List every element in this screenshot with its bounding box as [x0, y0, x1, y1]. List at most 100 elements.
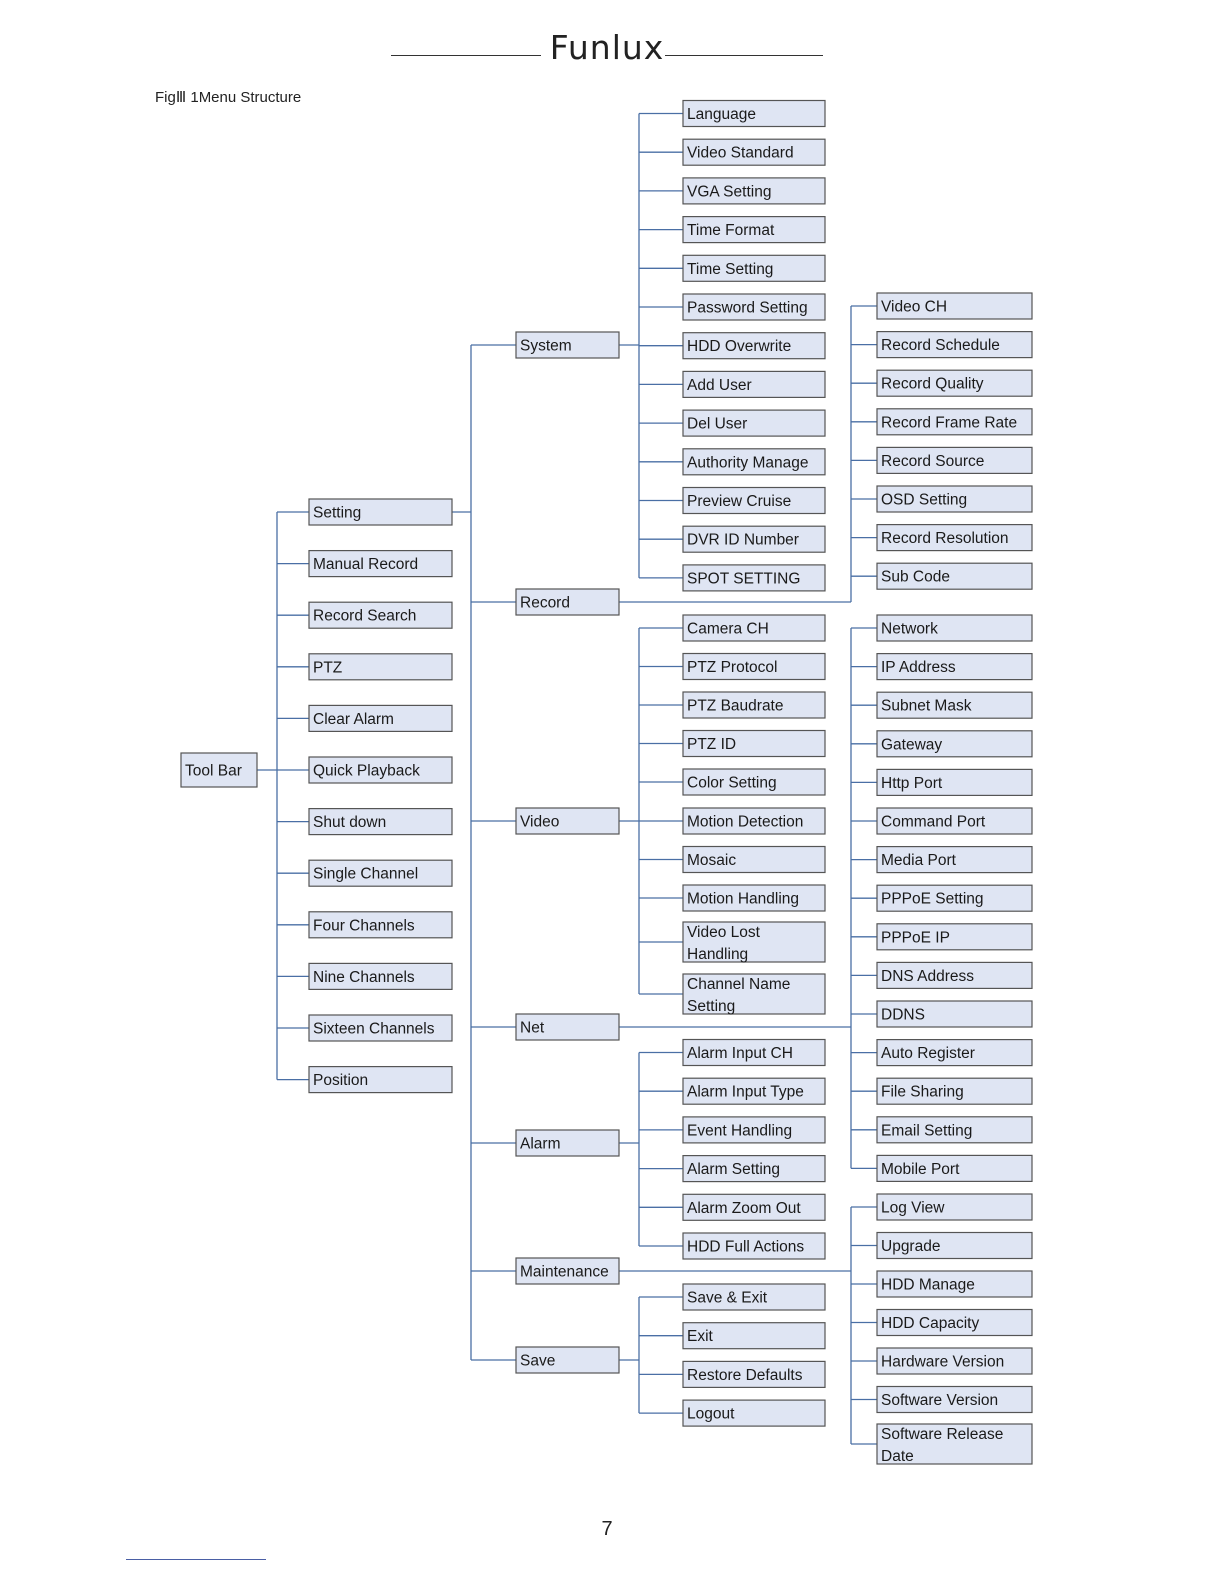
menu-node-box: [515, 1346, 620, 1374]
menu-node-add-user: Add User: [682, 370, 826, 398]
menu-node-box: [682, 99, 826, 128]
menu-node-record-source: Record Source: [876, 446, 1033, 474]
menu-node-single-channel: Single Channel: [308, 859, 453, 887]
menu-node-box: [876, 1154, 1033, 1183]
menu-node-label: Record Search: [313, 608, 416, 625]
menu-node-quick-playback: Quick Playback: [308, 756, 453, 784]
menu-node-label: HDD Overwrite: [687, 338, 791, 355]
menu-node-label: Video Standard: [687, 145, 794, 162]
menu-node-tool-bar: Tool Bar: [180, 752, 258, 788]
menu-node-software-version: Software Version: [876, 1385, 1033, 1414]
menu-node-box: [876, 845, 1033, 874]
menu-node-sixteen-channels: Sixteen Channels: [308, 1014, 453, 1042]
menu-node-network: Network: [876, 614, 1033, 642]
menu-node-osd-setting: OSD Setting: [876, 485, 1033, 513]
menu-node-password-setting: Password Setting: [682, 293, 826, 321]
menu-node-hdd-full-actions: HDD Full Actions: [682, 1232, 826, 1260]
menu-node-label: Shut down: [313, 814, 386, 831]
menu-node-label: SPOT SETTING: [687, 570, 800, 587]
menu-node-authority-manage: Authority Manage: [682, 448, 826, 476]
menu-node-label: Mosaic: [687, 852, 736, 869]
menu-node-label: Alarm Setting: [687, 1161, 780, 1178]
menu-node-gateway: Gateway: [876, 730, 1033, 758]
menu-node-label: Subnet Mask: [881, 698, 972, 715]
menu-node-box: [682, 1232, 826, 1260]
menu-node-label: Save & Exit: [687, 1290, 768, 1307]
menu-node-box: [308, 911, 453, 939]
menu-node-pppoe-ip: PPPoE IP: [876, 923, 1033, 951]
menu-node-label: Time Format: [687, 222, 775, 239]
menu-node-label: Record Source: [881, 453, 984, 470]
menu-node-box: [515, 1013, 620, 1041]
menu-node-box: [682, 1360, 826, 1389]
menu-node-box: [876, 730, 1033, 758]
menu-node-box: [308, 653, 453, 681]
menu-node-label: PTZ Baudrate: [687, 698, 784, 715]
menu-node-box: [515, 1129, 620, 1157]
menu-node-spot-setting: SPOT SETTING: [682, 564, 826, 592]
menu-node-box: [876, 1038, 1033, 1067]
menu-node-box: [876, 768, 1033, 797]
menu-node-box: [682, 691, 826, 719]
menu-node-box: [682, 1077, 826, 1105]
menu-node-manual-record: Manual Record: [308, 549, 453, 578]
menu-node-label: Time Setting: [687, 261, 773, 278]
menu-node-label: Language: [687, 106, 756, 123]
menu-node-label: OSD Setting: [881, 492, 967, 509]
menu-node-box: [515, 1257, 620, 1285]
menu-node-box: [876, 1000, 1033, 1028]
menu-node-file-sharing: File Sharing: [876, 1077, 1033, 1105]
menu-node-box: [876, 446, 1033, 474]
menu-node-label: Record Schedule: [881, 337, 1000, 354]
menu-node-label: Upgrade: [881, 1238, 940, 1255]
menu-node-ptz-protocol: PTZ Protocol: [682, 652, 826, 681]
menu-node-alarm-zoom-out: Alarm Zoom Out: [682, 1193, 826, 1221]
menu-node-vga-setting: VGA Setting: [682, 177, 826, 205]
menu-node-shut-down: Shut down: [308, 807, 453, 836]
menu-node-box: [515, 588, 620, 616]
menu-node-box: [308, 1014, 453, 1042]
menu-node-label: System: [520, 338, 572, 355]
menu-node-box: [682, 370, 826, 398]
menu-node-label: Setting: [313, 505, 361, 522]
menu-node-label: Color Setting: [687, 775, 777, 792]
menu-node-box: [682, 1116, 826, 1144]
menu-node-label: Authority Manage: [687, 454, 809, 471]
menu-node-box: [308, 807, 453, 836]
menu-node-record-search: Record Search: [308, 601, 453, 629]
menu-node-ptz-id: PTZ ID: [682, 729, 826, 758]
menu-node-box: [876, 292, 1033, 320]
menu-node-label: Network: [881, 621, 938, 638]
menu-node-label: DNS Address: [881, 968, 974, 985]
menu-node-box: [308, 549, 453, 578]
menu-node-alarm: Alarm: [515, 1129, 620, 1157]
menu-node-label: Alarm Input Type: [687, 1084, 804, 1101]
menu-node-box: [682, 807, 826, 835]
menu-node-label: Tool Bar: [185, 763, 242, 780]
menu-node-exit: Exit: [682, 1322, 826, 1350]
menu-node-mosaic: Mosaic: [682, 845, 826, 874]
menu-node-box: [682, 768, 826, 796]
menu-node-box: [682, 884, 826, 912]
menu-node-label: HDD Full Actions: [687, 1239, 804, 1256]
menu-node-box: [876, 614, 1033, 642]
menu-node-label: Quick Playback: [313, 763, 420, 780]
page-header: Funlux: [0, 0, 1224, 100]
menu-node-color-setting: Color Setting: [682, 768, 826, 796]
menu-node-media-port: Media Port: [876, 845, 1033, 874]
menu-node-box: [876, 331, 1033, 359]
menu-node-box: [682, 614, 826, 642]
menu-node-four-channels: Four Channels: [308, 911, 453, 939]
menu-node-auto-register: Auto Register: [876, 1038, 1033, 1067]
menu-node-label: Maintenance: [520, 1264, 609, 1281]
menu-node-hdd-overwrite: HDD Overwrite: [682, 332, 826, 360]
menu-node-ptz-baudrate: PTZ Baudrate: [682, 691, 826, 719]
menu-node-label: Software Version: [881, 1392, 998, 1409]
menu-node-label: PTZ: [313, 659, 342, 676]
menu-node-label: Media Port: [881, 852, 957, 869]
menu-node-label: Mobile Port: [881, 1161, 960, 1178]
